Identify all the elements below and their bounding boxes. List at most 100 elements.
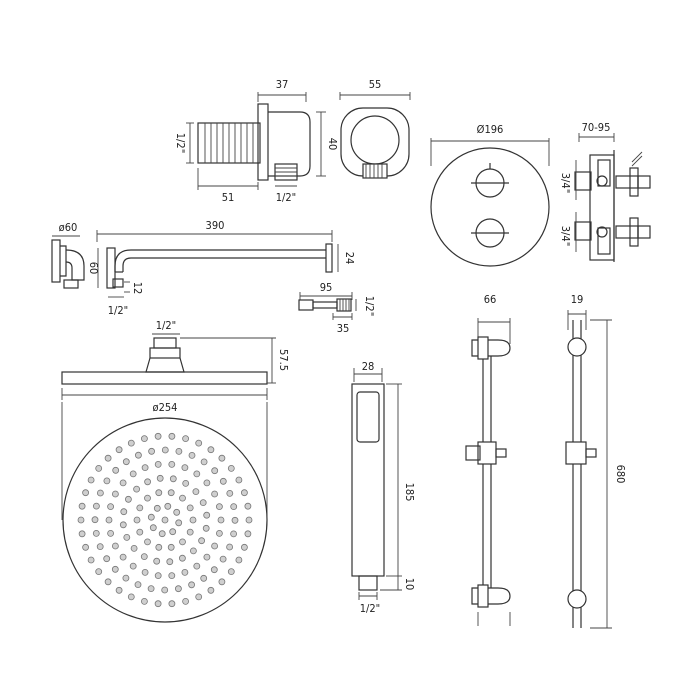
valve-side-view: 70-95 3/4" 3/4" xyxy=(559,121,651,262)
spray-hole xyxy=(231,516,239,524)
spray-hole xyxy=(93,502,100,510)
spray-hole xyxy=(164,502,172,510)
spray-hole xyxy=(240,489,248,497)
spray-hole xyxy=(140,553,148,560)
valve-diameter-label: Ø196 xyxy=(477,123,504,136)
spray-hole xyxy=(105,516,113,524)
spray-hole xyxy=(167,543,175,551)
spray-hole xyxy=(169,528,177,536)
spray-hole xyxy=(140,435,148,443)
spray-hole xyxy=(134,581,142,588)
spray-hole xyxy=(195,593,203,601)
rail-side-width-label: 19 xyxy=(571,293,584,306)
spray-hole xyxy=(244,530,252,538)
nipple-part-label: 35 xyxy=(337,322,350,335)
spray-hole xyxy=(129,470,137,478)
spray-hole xyxy=(153,504,161,512)
spray-hole xyxy=(77,516,85,524)
spray-hole xyxy=(227,568,235,575)
spray-hole xyxy=(107,530,114,537)
spray-hole xyxy=(103,555,111,563)
outlet-front-label: 55 xyxy=(369,78,382,91)
valve-thread-bottom-label: 3/4" xyxy=(559,226,572,246)
spray-hole xyxy=(215,530,223,537)
spray-hole xyxy=(154,460,162,468)
spray-hole xyxy=(188,581,196,589)
spray-hole xyxy=(174,585,182,593)
nipple-length-label: 95 xyxy=(320,281,333,294)
spray-hole xyxy=(136,528,144,536)
arm-flange-diameter-label: ø60 xyxy=(59,221,78,234)
spray-hole xyxy=(141,569,149,576)
spray-hole xyxy=(198,537,206,545)
spray-hole xyxy=(111,565,119,573)
spray-hole xyxy=(119,479,127,487)
spray-hole xyxy=(133,516,141,524)
spray-hole xyxy=(119,553,127,561)
spray-hole xyxy=(202,524,210,532)
spray-hole xyxy=(144,538,151,546)
arm-length-label: 390 xyxy=(206,219,225,232)
spray-hole xyxy=(156,474,164,482)
spray-hole xyxy=(182,598,190,605)
spray-hole xyxy=(230,530,238,538)
spray-hole xyxy=(119,521,127,529)
spray-hole xyxy=(122,574,130,582)
spray-hole xyxy=(179,538,186,546)
spray-hole xyxy=(95,464,103,472)
spray-hole xyxy=(140,598,148,605)
spray-hole xyxy=(124,495,132,503)
spray-hole xyxy=(115,586,123,594)
spray-hole xyxy=(155,489,163,497)
head-height-label: 57.5 xyxy=(277,349,290,371)
shower-arm: 390 60 24 12 1/2" xyxy=(87,219,356,317)
spray-hole xyxy=(175,447,183,455)
spray-hole xyxy=(104,578,112,586)
spray-hole xyxy=(219,555,227,563)
wall-outlet-side-view: 37 1/2" 40 51 1/2" xyxy=(174,78,339,204)
spray-hole xyxy=(200,458,208,466)
spray-hole xyxy=(161,586,169,594)
spray-hole xyxy=(169,475,177,483)
spray-hole xyxy=(215,503,223,511)
spray-hole xyxy=(217,516,225,524)
spray-hole xyxy=(153,557,161,565)
handset-width-label: 28 xyxy=(362,360,375,373)
spray-hole xyxy=(96,543,104,550)
spray-hole xyxy=(158,530,166,538)
spray-hole xyxy=(155,543,163,551)
spray-hole xyxy=(82,489,89,497)
spray-hole xyxy=(149,524,157,532)
spray-hole xyxy=(147,513,155,521)
spray-hole xyxy=(226,489,234,497)
spray-hole xyxy=(203,511,211,519)
arm-thread-label: 1/2" xyxy=(108,304,128,317)
valve-front-view: Ø196 xyxy=(430,123,550,267)
shower-head-side-view: 1/2" 57.5 ø254 xyxy=(61,319,290,414)
spray-hole xyxy=(112,542,119,550)
handset-length-label: 185 xyxy=(403,483,416,502)
spray-hole xyxy=(141,464,149,472)
spray-hole xyxy=(182,435,190,443)
spray-hole xyxy=(134,451,142,459)
arm-end-label: 24 xyxy=(343,252,356,265)
spray-holes xyxy=(77,432,253,608)
spray-hole xyxy=(186,504,194,512)
spray-hole xyxy=(211,467,219,475)
handset-thread-label: 1/2" xyxy=(360,602,380,615)
spray-hole xyxy=(195,439,203,447)
spray-hole xyxy=(168,600,176,608)
rail-front-width-label: 66 xyxy=(484,293,497,306)
spray-hole xyxy=(97,489,104,497)
spray-hole xyxy=(144,478,152,486)
spray-hole xyxy=(161,446,169,454)
spray-hole xyxy=(127,439,135,447)
valve-depth-label: 70-95 xyxy=(582,121,611,134)
spray-hole xyxy=(154,600,162,608)
spray-hole xyxy=(200,574,208,582)
outlet-thread-side-label: 1/2" xyxy=(174,133,187,153)
spray-hole xyxy=(192,488,200,496)
outlet-width-label: 37 xyxy=(276,78,289,91)
spray-hole xyxy=(210,566,218,574)
